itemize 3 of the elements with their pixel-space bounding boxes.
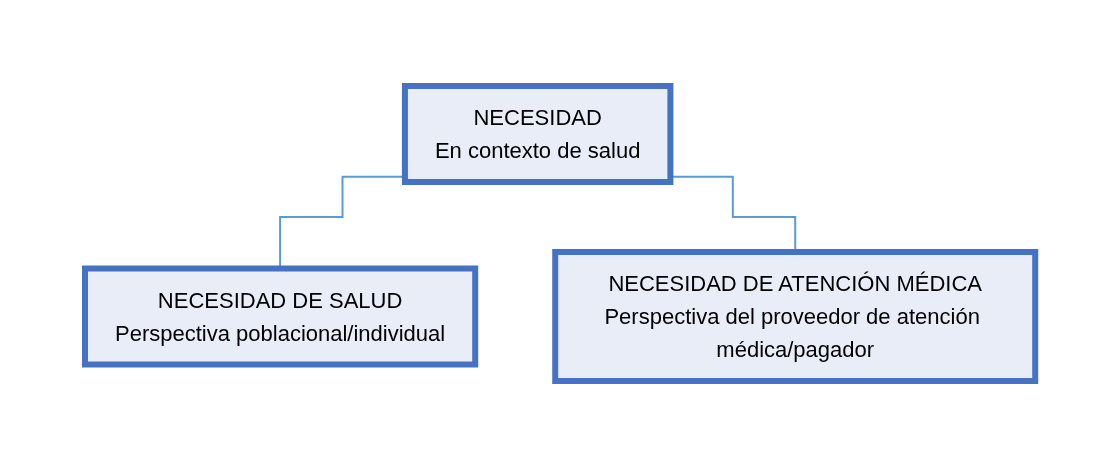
- node-box: NECESIDAD DE ATENCIÓN MÉDICA Perspectiva del proveedor de atención médica/pagador: [552, 248, 1039, 384]
- node-box: NECESIDAD DE SALUD Perspectiva poblacional/individual: [81, 265, 479, 367]
- node-box: NECESIDAD En contexto de salud: [401, 82, 674, 185]
